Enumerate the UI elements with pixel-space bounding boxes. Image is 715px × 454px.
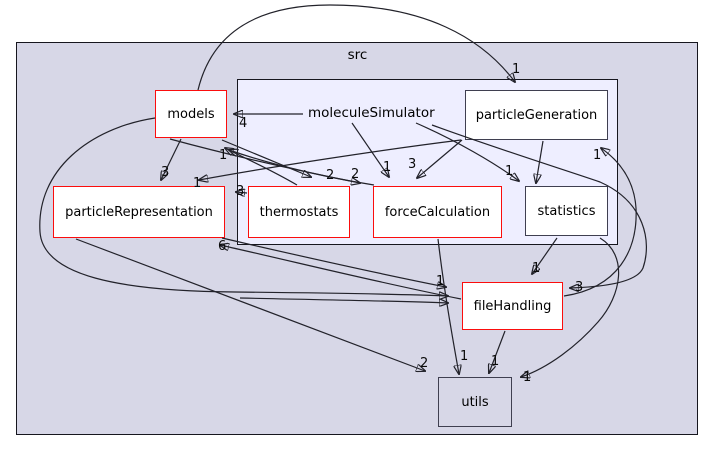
edge-count-label[interactable]: 3 <box>575 280 584 295</box>
edge-count-label[interactable]: 6 <box>218 239 227 254</box>
node-filehandling[interactable]: fileHandling <box>462 282 563 330</box>
node-particlerepresentation[interactable]: particleRepresentation <box>53 186 225 238</box>
edge-count-label[interactable]: 1 <box>383 160 392 175</box>
edge-count-label[interactable]: 3 <box>161 165 170 180</box>
edge-count-label[interactable]: 1 <box>193 176 202 191</box>
src-group-label[interactable]: src <box>347 47 368 63</box>
edge-count-label[interactable]: 3 <box>408 157 417 172</box>
edge-count-label[interactable]: 1 <box>436 274 445 289</box>
node-thermostats[interactable]: thermostats <box>248 186 350 238</box>
edge-count-label[interactable]: 2 <box>420 356 429 371</box>
node-models[interactable]: models <box>155 90 227 138</box>
edge-count-label[interactable]: 1 <box>523 370 532 385</box>
edge-count-label[interactable]: 1 <box>593 148 602 163</box>
edge-count-label[interactable]: 2 <box>326 168 335 183</box>
moleculesimulator-cluster-label[interactable]: moleculeSimulator <box>308 105 435 121</box>
edge-count-label[interactable]: 2 <box>351 167 360 182</box>
node-particlegeneration[interactable]: particleGeneration <box>465 90 608 140</box>
edge-count-label[interactable]: 4 <box>239 116 248 131</box>
edge-count-label[interactable]: 1 <box>505 164 514 179</box>
node-statistics[interactable]: statistics <box>525 186 608 236</box>
edge-count-label[interactable]: 3 <box>236 184 245 199</box>
node-utils[interactable]: utils <box>438 377 512 427</box>
edge-count-label[interactable]: 1 <box>491 354 500 369</box>
node-forcecalculation[interactable]: forceCalculation <box>373 186 502 238</box>
edge-count-label[interactable]: 1 <box>512 62 521 77</box>
edge-count-label[interactable]: 1 <box>219 148 228 163</box>
edge-count-label[interactable]: 1 <box>460 349 469 364</box>
edge-count-label[interactable]: 1 <box>532 261 541 276</box>
